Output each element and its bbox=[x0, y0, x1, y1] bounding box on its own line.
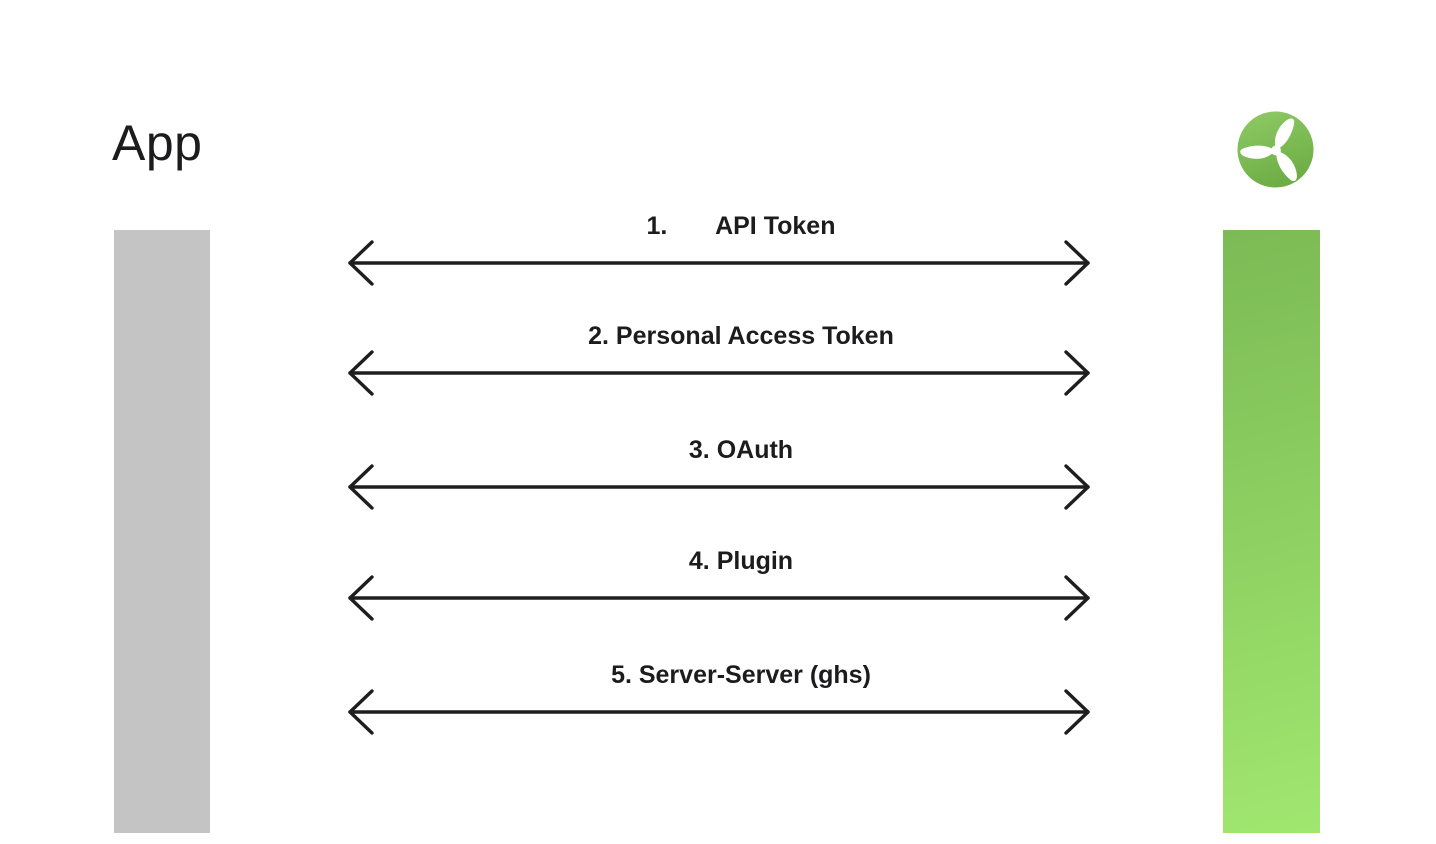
flow-row-oauth: 3. OAuth bbox=[345, 435, 1093, 511]
service-column-bar bbox=[1223, 230, 1320, 833]
connection-label: 1. API Token bbox=[646, 212, 836, 240]
page-title: App bbox=[112, 115, 203, 171]
connection-label: 3. OAuth bbox=[688, 436, 794, 464]
bidirectional-arrow-icon bbox=[348, 240, 1090, 286]
connection-flows: 1. API Token 2. Personal Access Token 3.… bbox=[345, 0, 1093, 844]
bidirectional-arrow-icon bbox=[348, 575, 1090, 621]
propeller-icon bbox=[1237, 111, 1314, 188]
bidirectional-arrow-icon bbox=[348, 464, 1090, 510]
bidirectional-arrow-icon bbox=[348, 689, 1090, 735]
bidirectional-arrow-icon bbox=[348, 350, 1090, 396]
app-column-bar bbox=[114, 230, 210, 833]
flow-row-server-server: 5. Server-Server (ghs) bbox=[345, 660, 1093, 736]
connection-label: 2. Personal Access Token bbox=[588, 322, 894, 350]
flow-row-api-token: 1. API Token bbox=[345, 211, 1093, 287]
flow-row-plugin: 4. Plugin bbox=[345, 546, 1093, 622]
connection-label: 5. Server-Server (ghs) bbox=[611, 661, 871, 689]
connection-label: 4. Plugin bbox=[688, 547, 794, 575]
flow-row-personal-access-token: 2. Personal Access Token bbox=[345, 321, 1093, 397]
